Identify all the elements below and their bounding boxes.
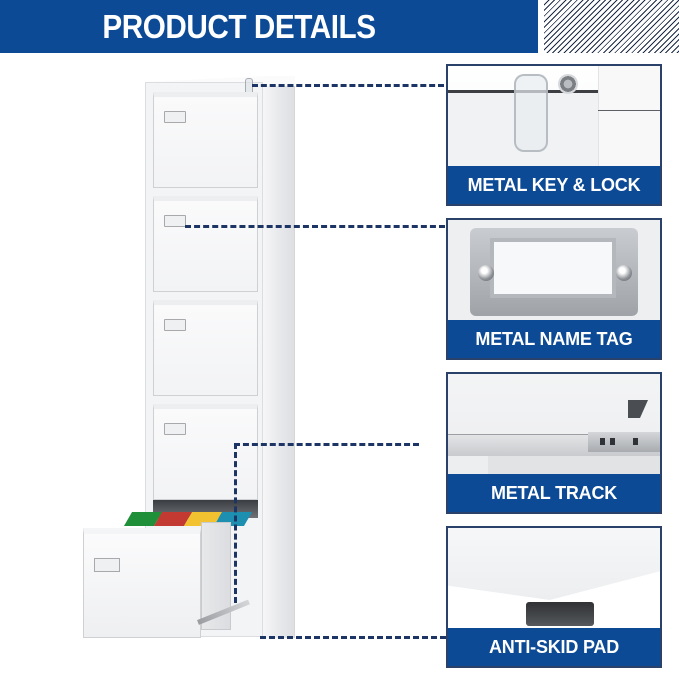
pad-photo — [448, 528, 660, 629]
header-banner: PRODUCT DETAILS — [0, 0, 538, 53]
connector-track-vertical — [234, 443, 237, 603]
drawer-1 — [153, 92, 258, 188]
drawer-3 — [153, 300, 258, 396]
panel-seam — [598, 110, 660, 111]
rail-slot — [600, 438, 605, 445]
drawer-underside — [488, 456, 660, 475]
connector-track — [234, 443, 419, 446]
feature-caption: METAL TRACK — [448, 474, 660, 512]
label-holder-icon — [164, 319, 186, 331]
hatch-decoration — [544, 0, 679, 53]
rail-slot — [633, 438, 638, 445]
feature-card-track: METAL TRACK — [446, 372, 662, 514]
drawer-front — [83, 528, 201, 638]
rivet-icon — [478, 265, 494, 281]
feature-caption: METAL KEY & LOCK — [448, 166, 660, 204]
rail-slot — [610, 438, 615, 445]
label-holder-icon — [164, 423, 186, 435]
rivet-icon — [616, 265, 632, 281]
drawer-2 — [153, 196, 258, 292]
key-lock-photo — [448, 66, 660, 167]
cabinet-side-panel — [263, 86, 295, 638]
cabinet-top — [145, 76, 295, 86]
key-icon — [514, 74, 548, 152]
lock-cylinder-icon — [558, 74, 578, 94]
bracket-icon — [628, 400, 648, 418]
cabinet-corner — [448, 528, 660, 600]
drawer-5-open — [83, 512, 253, 638]
feature-caption: ANTI-SKID PAD — [448, 628, 660, 666]
label-holder-icon — [164, 111, 186, 123]
name-tag-photo — [448, 220, 660, 321]
hanging-folders — [123, 512, 253, 526]
rail-inner — [588, 432, 660, 452]
feature-card-key-lock: METAL KEY & LOCK — [446, 64, 662, 206]
drawer-4 — [153, 404, 258, 500]
label-holder-icon — [94, 558, 120, 572]
connector-name-tag — [185, 225, 445, 228]
page-title: PRODUCT DETAILS — [102, 7, 377, 45]
tag-window — [490, 238, 616, 298]
connector-pad — [260, 636, 446, 639]
cabinet-side — [598, 66, 660, 167]
file-cabinet-illustration — [83, 76, 300, 642]
feature-caption: METAL NAME TAG — [448, 320, 660, 358]
track-photo — [448, 374, 660, 475]
label-holder-icon — [164, 215, 186, 227]
feature-card-pad: ANTI-SKID PAD — [446, 526, 662, 668]
feature-card-name-tag: METAL NAME TAG — [446, 218, 662, 360]
connector-key-lock — [252, 84, 444, 87]
anti-skid-pad-icon — [526, 602, 594, 626]
